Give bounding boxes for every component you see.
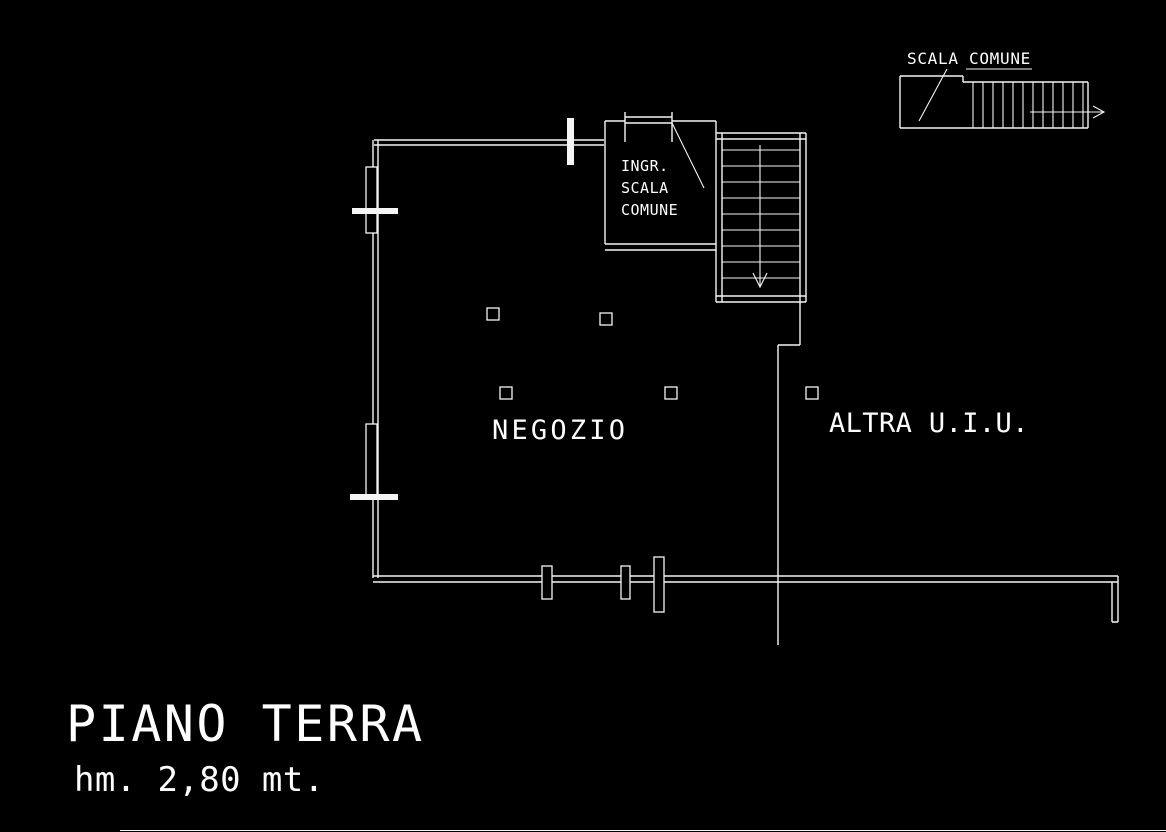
external-stair-outline [899, 75, 1089, 129]
door-jamb-symbol [620, 565, 631, 600]
stair-block-walls [604, 112, 807, 303]
exterior-walls [372, 139, 1119, 623]
pillar [664, 386, 678, 400]
pillar [805, 386, 819, 400]
external-stair-treads [972, 82, 1084, 128]
window-symbol [365, 423, 378, 498]
common-stair-label: SCALA COMUNE [907, 49, 1031, 68]
stair-down-arrow-icon [752, 145, 768, 289]
plan-title: PIANO TERRA [66, 695, 425, 753]
window-symbol [365, 166, 378, 234]
window-sill-mark [350, 494, 398, 500]
pillar [499, 386, 513, 400]
plan-height-note: hm. 2,80 mt. [74, 760, 324, 800]
entrance-stair-label-line1: INGR. [621, 157, 669, 175]
shop-room-label: NEGOZIO [492, 415, 628, 446]
entrance-door-leaf [671, 122, 705, 189]
labels-layer: SCALA COMUNE INGR. SCALA COMUNE NEGOZIO … [66, 49, 1031, 800]
pillar [599, 312, 613, 326]
walls-layer [120, 68, 1166, 832]
pillar [486, 307, 500, 321]
door-jamb-symbol [541, 565, 553, 600]
partition-walls [777, 302, 801, 645]
other-unit-label: ALTRA U.I.U. [829, 408, 1029, 439]
wall-break-mark [567, 118, 574, 165]
internal-stair-treads [722, 149, 800, 279]
external-stair-direction-arrow-icon [1030, 105, 1106, 119]
entrance-stair-label-line2: SCALA [621, 179, 669, 197]
window-sill-mark [352, 208, 398, 214]
common-stair-leader-line [918, 68, 948, 122]
entrance-stair-label-line3: COMUNE [621, 201, 678, 219]
symbols-layer [350, 118, 819, 613]
door-jamb-symbol [653, 556, 665, 613]
